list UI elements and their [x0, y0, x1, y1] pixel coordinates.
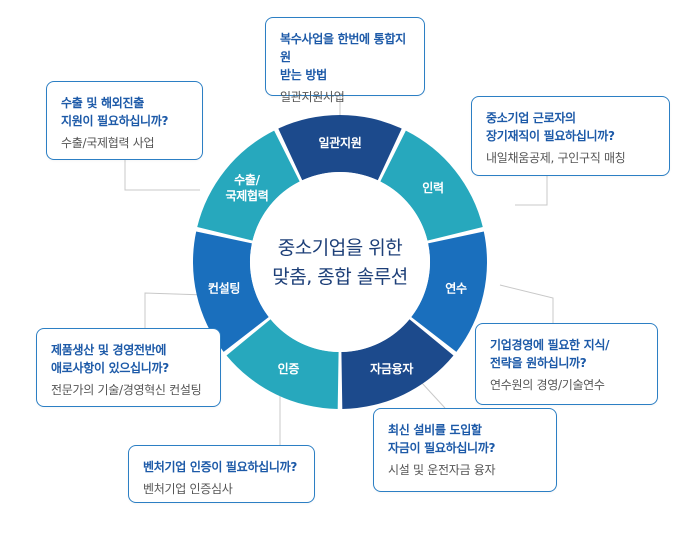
segment-label-1: 인력	[422, 180, 443, 195]
segment-2[interactable]	[411, 231, 488, 352]
card-certification[interactable]: 벤처기업 인증이 필요하십니까? 벤처기업 인증심사	[128, 445, 315, 503]
segment-label-2: 연수	[445, 280, 467, 295]
segment-label-0: 일관지원	[319, 135, 362, 150]
card-consulting[interactable]: 제품생산 및 경영전반에 애로사항이 있으십니까? 전문가의 기술/경영혁신 컨…	[36, 328, 221, 407]
connector-export	[124, 160, 200, 191]
segment-5[interactable]	[193, 231, 269, 352]
card-training[interactable]: 기업경영에 필요한 지식/ 전략을 원하십니까? 연수원의 경영/기술연수	[475, 323, 658, 405]
card-answer: 전문가의 기술/경영혁신 컨설팅	[51, 383, 202, 397]
center-title-line1: 중소기업을 위한	[278, 237, 402, 259]
segment-3[interactable]	[341, 319, 454, 409]
segment-label-6: 수출/국제협력	[225, 172, 268, 203]
card-question: 벤처기업 인증이 필요하십니까?	[143, 460, 298, 474]
center-disc	[250, 172, 430, 352]
segment-label-3: 자금융자	[370, 361, 413, 376]
segment-4[interactable]	[226, 319, 339, 409]
card-question: 기업경영에 필요한 지식/ 전략을 원하십니까?	[490, 338, 610, 370]
card-answer: 수출/국제협력 사업	[61, 136, 155, 150]
card-question: 최신 설비를 도입할 자금이 필요하십니까?	[388, 423, 496, 455]
card-answer: 벤처기업 인증심사	[143, 482, 233, 496]
card-question: 제품생산 및 경영전반에 애로사항이 있으십니까?	[51, 343, 169, 375]
card-answer: 일관지원사업	[280, 90, 345, 104]
card-question: 중소기업 근로자의 장기재직이 필요하십니까?	[486, 111, 615, 143]
center-title-line2: 맞춤, 종합 솔루션	[272, 266, 407, 288]
card-question: 수출 및 해외진출 지원이 필요하십니까?	[61, 96, 169, 128]
card-answer: 내일채움공제, 구인구직 매칭	[486, 151, 626, 165]
connector-consulting	[144, 292, 206, 328]
card-financing[interactable]: 최신 설비를 도입할 자금이 필요하십니까? 시설 및 운전자금 융자	[373, 408, 557, 492]
segment-0[interactable]	[278, 114, 402, 181]
card-answer: 시설 및 운전자금 융자	[388, 463, 496, 477]
card-integrated-support[interactable]: 복수사업을 한번에 통합지원 받는 방법 일관지원사업	[265, 17, 425, 104]
connector-workforce	[515, 176, 548, 206]
segment-6[interactable]	[197, 130, 300, 241]
card-workforce[interactable]: 중소기업 근로자의 장기재직이 필요하십니까? 내일채움공제, 구인구직 매칭	[471, 96, 670, 176]
connector-training	[499, 284, 554, 323]
segment-label-4: 인증	[278, 361, 300, 376]
card-answer: 연수원의 경영/기술연수	[490, 378, 605, 392]
card-export[interactable]: 수출 및 해외진출 지원이 필요하십니까? 수출/국제협력 사업	[46, 81, 203, 160]
card-question: 복수사업을 한번에 통합지원 받는 방법	[280, 32, 406, 82]
segment-1[interactable]	[380, 130, 483, 241]
segment-label-5: 컨설팅	[208, 280, 240, 295]
